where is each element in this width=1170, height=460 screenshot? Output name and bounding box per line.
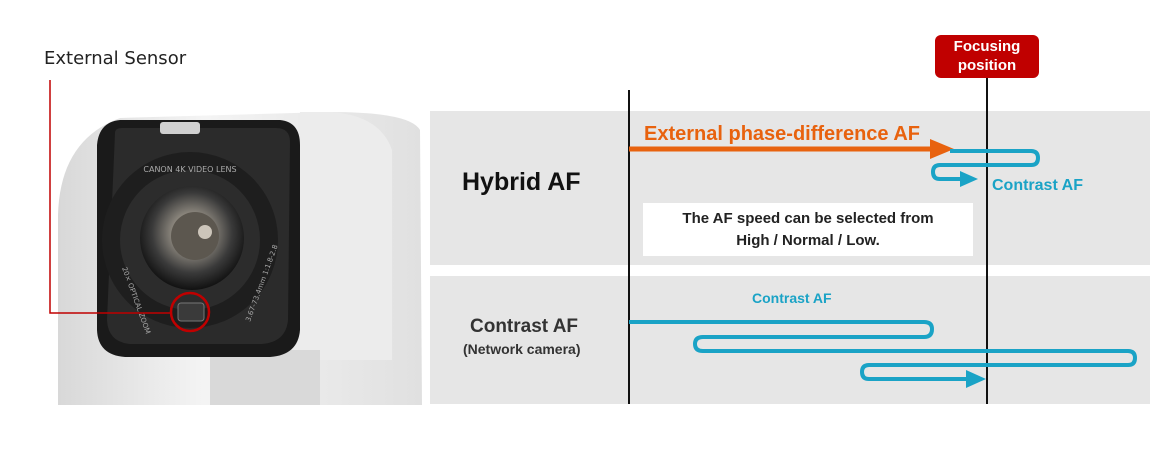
- contrast-af-title: Contrast AF: [470, 316, 579, 337]
- camera-illustration: CANON 4K VIDEO LENS 20× OPTICAL ZOOM 3.6…: [49, 80, 422, 405]
- contrast-net-arrowhead: [966, 370, 986, 388]
- top-sensor-window: [160, 122, 200, 134]
- lens-inner: [171, 212, 219, 260]
- network-contrast-af-label: Contrast AF: [752, 290, 832, 306]
- camera-neck: [210, 350, 320, 405]
- sensor-leader-line: [49, 80, 170, 314]
- af-speed-note: The AF speed can be selected from High /…: [643, 203, 973, 256]
- external-sensor-marker: [169, 291, 211, 333]
- external-phase-af-label: External phase-difference AF: [644, 123, 921, 145]
- focusing-position-badge: Focusing position: [935, 35, 1039, 78]
- external-sensor: [177, 302, 205, 322]
- af-speed-note-line2: High / Normal / Low.: [736, 232, 880, 249]
- contrast-af-subtitle: (Network camera): [463, 341, 581, 357]
- hybrid-contrast-arrowhead: [960, 171, 978, 187]
- focusing-position-line2: position: [957, 57, 1017, 74]
- lens-brand-text: CANON 4K VIDEO LENS: [143, 165, 236, 174]
- contrast-net-path: [629, 320, 1138, 381]
- lens-reflection: [198, 225, 212, 239]
- camera-arm: [300, 112, 392, 360]
- hybrid-contrast-af-label: Contrast AF: [992, 177, 1083, 194]
- phase-difference-arrowhead: [930, 139, 954, 159]
- hybrid-contrast-path: [930, 149, 1041, 181]
- af-speed-note-line1: The AF speed can be selected from: [682, 210, 934, 227]
- contrast-af-panel: [430, 276, 1150, 404]
- focusing-position-line1: Focusing: [953, 38, 1021, 55]
- external-sensor-label: External Sensor: [44, 48, 187, 69]
- hybrid-af-title: Hybrid AF: [462, 168, 581, 196]
